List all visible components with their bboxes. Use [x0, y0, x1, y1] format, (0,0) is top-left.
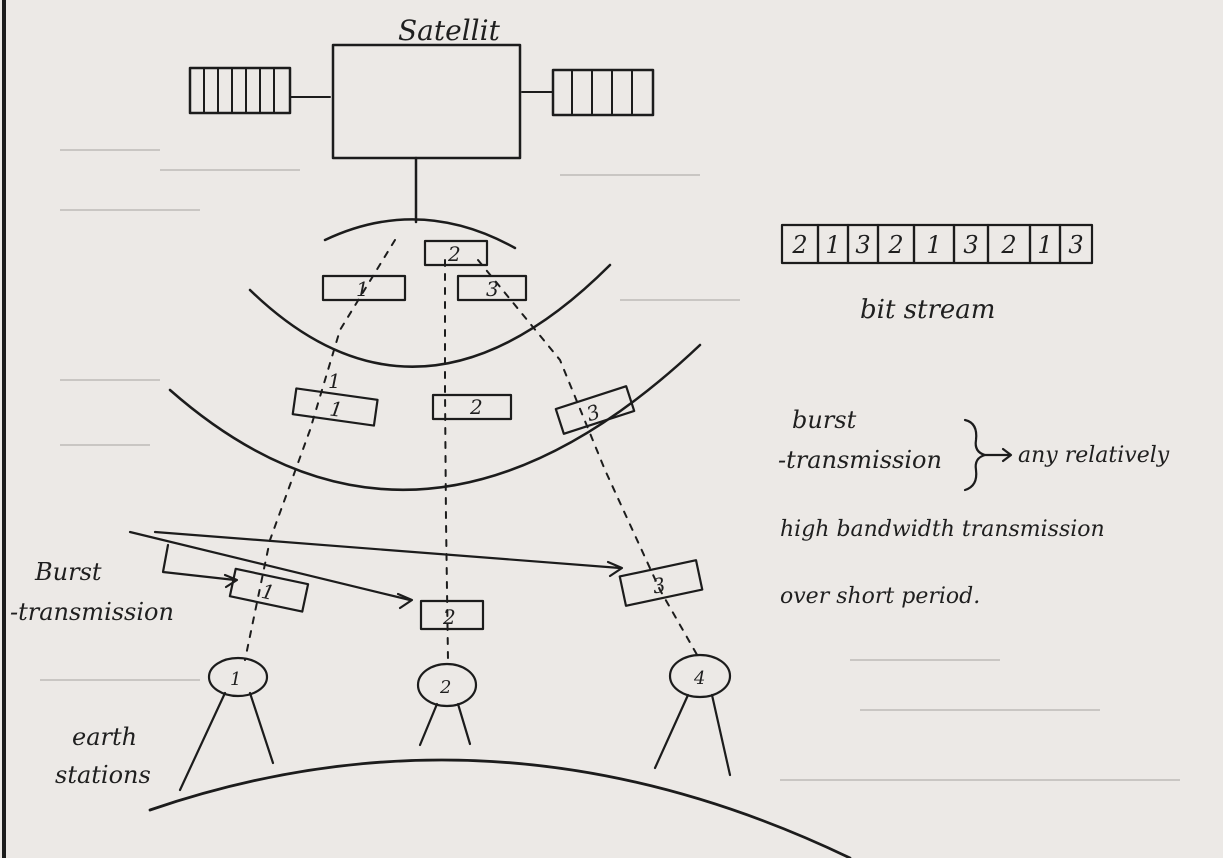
bit-stream-cell-label: 3 — [1068, 231, 1083, 259]
bit-stream-cell-label: 1 — [926, 231, 941, 259]
packet-lower-center: 2 — [421, 601, 483, 629]
earth-stations-label-line2: stations — [55, 761, 151, 789]
burst-arrows — [130, 532, 622, 608]
bit-stream-cell-label: 2 — [791, 231, 807, 259]
curly-brace-icon — [965, 420, 985, 490]
packet-lower-right: 3 — [620, 560, 703, 606]
packet-label: 2 — [442, 605, 456, 629]
bit-stream-label: bit stream — [860, 295, 995, 325]
packet-label: 1 — [328, 396, 344, 422]
satellite-body — [333, 45, 520, 158]
bit-stream-cell-label: 1 — [825, 231, 840, 259]
arrow-to-packet-3 — [155, 532, 620, 568]
earth-surface — [150, 760, 850, 858]
packet-inner-left: 1 — [323, 276, 405, 301]
station-label: 4 — [693, 668, 705, 689]
earth-station-3: 4 — [655, 655, 730, 775]
signal-arc-middle — [250, 265, 610, 367]
solar-panel-right — [522, 70, 653, 115]
definition-line2: high bandwidth transmission — [780, 517, 1105, 542]
arrow-head — [608, 562, 622, 576]
earth-station-1: 1 — [180, 658, 273, 790]
packet-middle-left-top-label: 1 — [328, 369, 341, 393]
earth-station-2: 2 — [418, 664, 476, 745]
definition-term-line2: -transmission — [778, 446, 942, 474]
arrow-head — [225, 575, 237, 587]
packet-label: 3 — [486, 277, 499, 301]
burst-label-line2: -transmission — [10, 598, 174, 626]
packet-middle-left: 1 — [293, 388, 378, 426]
beam-lines — [245, 240, 700, 660]
packet-label: 3 — [650, 572, 667, 598]
bit-stream-cell-label: 1 — [1037, 231, 1052, 259]
signal-arc-outer — [170, 345, 700, 490]
definition-line1: any relatively — [1018, 443, 1170, 468]
burst-definition: burst -transmission any relatively high … — [778, 406, 1170, 609]
burst-label-line1: Burst — [34, 558, 102, 586]
packet-lower-left: 1 — [230, 569, 308, 612]
station-label: 1 — [230, 669, 241, 690]
bit-stream-cell-label: 3 — [963, 231, 978, 259]
packet-inner-top: 2 — [425, 241, 487, 266]
satellite: Satellit — [190, 14, 653, 222]
definition-line3: over short period. — [780, 584, 980, 609]
bit-stream-cell-label: 2 — [1000, 231, 1016, 259]
packet-label: 2 — [447, 242, 461, 266]
station-label: 2 — [439, 677, 451, 698]
definition-term-line1: burst — [792, 406, 857, 434]
earth-stations-label-line1: earth — [72, 723, 137, 751]
bit-stream-cell-label: 2 — [887, 231, 903, 259]
packet-inner-right: 3 — [458, 276, 526, 301]
solar-panel-left — [190, 68, 330, 113]
packet-label: 2 — [469, 395, 483, 419]
arrow-head — [398, 594, 412, 608]
bit-stream-cell-label: 3 — [855, 231, 870, 259]
packet-label: 1 — [356, 277, 369, 301]
satellite-label: Satellit — [398, 14, 501, 47]
